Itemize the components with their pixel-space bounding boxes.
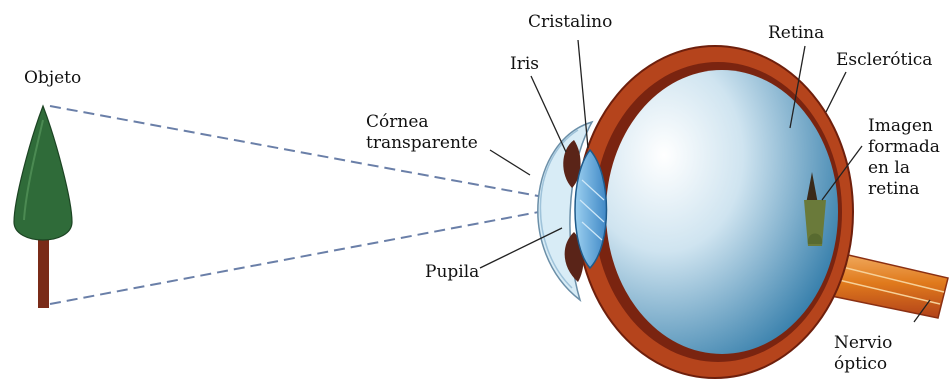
label-pupila: Pupila xyxy=(425,262,479,283)
vitreous-humour xyxy=(606,70,838,354)
tree-trunk xyxy=(38,232,49,308)
ray-top xyxy=(50,106,560,200)
label-nervio-line1: Nervio xyxy=(834,333,892,354)
leader-esclerotica xyxy=(826,72,846,112)
tree-object xyxy=(14,106,72,308)
label-cornea-line2: transparente xyxy=(366,133,478,154)
label-nervio-line2: óptico xyxy=(834,354,892,375)
label-nervio: Nervio óptico xyxy=(834,333,892,375)
label-esclerotica: Esclerótica xyxy=(836,50,932,71)
leader-iris xyxy=(531,76,566,152)
label-cornea-line1: Córnea xyxy=(366,112,478,133)
label-cristalino: Cristalino xyxy=(528,12,612,33)
label-imagen: Imagen formada en la retina xyxy=(868,116,940,200)
label-iris: Iris xyxy=(510,54,539,75)
label-cornea: Córnea transparente xyxy=(366,112,478,154)
label-imagen-line3: en la xyxy=(868,158,940,179)
tree-foliage xyxy=(14,106,72,240)
label-retina: Retina xyxy=(768,23,824,44)
ray-bottom xyxy=(50,208,560,304)
leader-cornea xyxy=(490,150,530,175)
label-imagen-line1: Imagen xyxy=(868,116,940,137)
label-imagen-line4: retina xyxy=(868,179,940,200)
label-objeto: Objeto xyxy=(24,68,81,89)
label-imagen-line2: formada xyxy=(868,137,940,158)
